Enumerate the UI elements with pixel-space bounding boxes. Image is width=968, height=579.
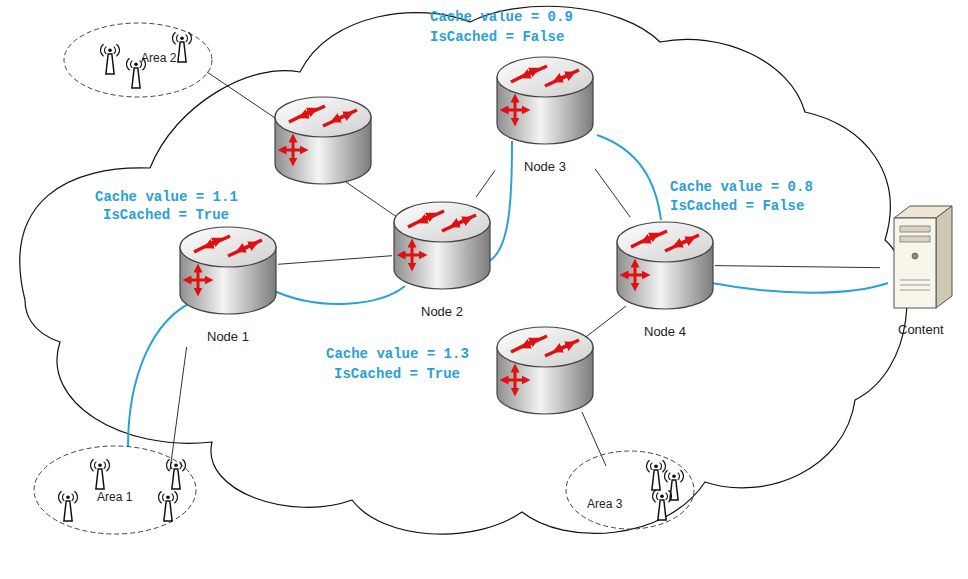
router-node: Node 2 bbox=[392, 197, 492, 322]
antenna-tower bbox=[167, 459, 186, 489]
link-line bbox=[715, 266, 880, 268]
area-outline bbox=[34, 446, 196, 534]
cache-note: Cache value = 0.8 bbox=[670, 178, 813, 196]
link-line bbox=[582, 306, 626, 340]
coverage-area: Area 2 bbox=[63, 22, 213, 98]
node-shape bbox=[63, 22, 213, 98]
node-shape bbox=[392, 197, 492, 322]
router-icon bbox=[394, 202, 490, 289]
node-label: Node 4 bbox=[644, 324, 686, 340]
link-line bbox=[207, 72, 281, 122]
router-node: Node 4 bbox=[615, 217, 715, 342]
antenna-tower bbox=[647, 460, 666, 490]
cache-note: IsCached = False bbox=[430, 28, 564, 46]
router-icon bbox=[497, 57, 593, 144]
cache-note: IsCached = False bbox=[670, 197, 804, 215]
link-line bbox=[595, 169, 630, 217]
node-label: Content bbox=[898, 322, 944, 338]
node-shape bbox=[880, 200, 962, 340]
area-outline bbox=[566, 451, 694, 529]
cache-note: IsCached = True bbox=[103, 206, 229, 224]
content-server: Content bbox=[880, 200, 962, 340]
network-cloud bbox=[20, 6, 907, 534]
node-shape bbox=[178, 222, 278, 347]
router-icon bbox=[275, 97, 371, 184]
router-node: Node 3 bbox=[495, 52, 595, 177]
coverage-area: Area 3 bbox=[565, 450, 695, 530]
area-label: Area 3 bbox=[587, 496, 622, 512]
cache-note: Cache value = 1.3 bbox=[326, 345, 469, 363]
router-icon bbox=[180, 227, 276, 314]
node-label: Node 3 bbox=[524, 159, 566, 175]
area-label: Area 2 bbox=[141, 50, 176, 66]
link-line bbox=[346, 182, 404, 222]
node-label: Node 1 bbox=[207, 329, 249, 345]
cache-note: Cache value = 0.9 bbox=[430, 8, 573, 26]
cache-note: IsCached = True bbox=[334, 365, 460, 383]
antenna-tower bbox=[59, 491, 78, 521]
area-label: Area 1 bbox=[97, 489, 132, 505]
router-icon bbox=[497, 327, 593, 414]
node-shape bbox=[495, 52, 595, 177]
antenna-tower bbox=[653, 490, 672, 520]
link-line bbox=[476, 170, 495, 197]
node-label: Node 2 bbox=[421, 304, 463, 320]
antenna-tower bbox=[91, 459, 110, 489]
coverage-area: Area 1 bbox=[33, 445, 197, 535]
link-line bbox=[170, 347, 187, 470]
cache-path bbox=[128, 135, 888, 447]
antenna-tower bbox=[101, 44, 120, 74]
cache-note: Cache value = 1.1 bbox=[95, 188, 238, 206]
router-node: Node 1 bbox=[178, 222, 278, 347]
server-icon bbox=[894, 206, 952, 308]
antenna-tower bbox=[159, 491, 178, 521]
area-outline bbox=[64, 23, 212, 97]
node-shape bbox=[615, 217, 715, 342]
link-line bbox=[278, 256, 392, 265]
node-shape bbox=[565, 450, 695, 530]
router-icon bbox=[617, 222, 713, 309]
